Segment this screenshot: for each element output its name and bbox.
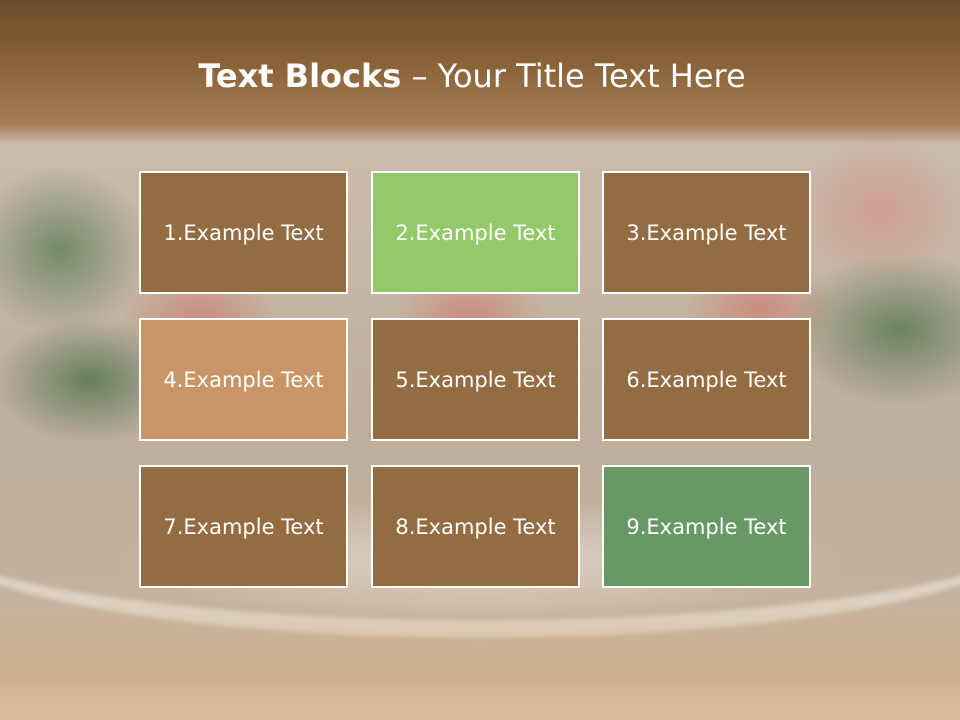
wood-table — [0, 600, 960, 720]
text-block-3[interactable]: 3.Example Text — [602, 171, 811, 294]
text-block-8[interactable]: 8.Example Text — [371, 465, 580, 588]
text-block-2[interactable]: 2.Example Text — [371, 171, 580, 294]
title-strong: Text Blocks — [198, 57, 402, 95]
text-block-label: 6.Example Text — [626, 367, 787, 392]
text-block-label: 3.Example Text — [626, 220, 787, 245]
text-block-label: 2.Example Text — [395, 220, 556, 245]
text-block-label: 1.Example Text — [163, 220, 324, 245]
title-rest: Your Title Text Here — [437, 57, 746, 95]
text-block-5[interactable]: 5.Example Text — [371, 318, 580, 441]
title-band — [0, 0, 960, 145]
text-block-9[interactable]: 9.Example Text — [602, 465, 811, 588]
text-block-1[interactable]: 1.Example Text — [139, 171, 348, 294]
text-block-6[interactable]: 6.Example Text — [602, 318, 811, 441]
text-block-label: 7.Example Text — [163, 514, 324, 539]
text-block-7[interactable]: 7.Example Text — [139, 465, 348, 588]
text-block-label: 4.Example Text — [163, 367, 324, 392]
text-block-4[interactable]: 4.Example Text — [139, 318, 348, 441]
text-block-label: 5.Example Text — [395, 367, 556, 392]
title-dash: – — [401, 57, 438, 95]
slide-title: Text Blocks – Your Title Text Here — [0, 56, 944, 96]
text-block-label: 9.Example Text — [626, 514, 787, 539]
text-block-label: 8.Example Text — [395, 514, 556, 539]
